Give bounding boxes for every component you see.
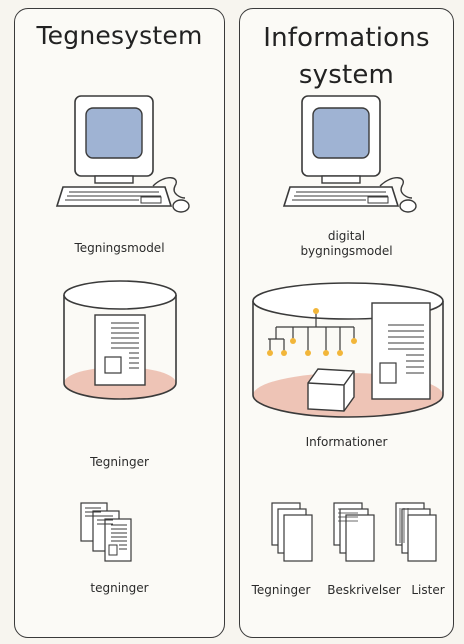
panel-title-line-2: system — [298, 60, 395, 90]
computer-label: Tegningsmodel — [74, 241, 165, 255]
panel-title: Tegnesystem — [36, 21, 203, 50]
information-container-icon — [252, 282, 444, 418]
drawings-documents-icon — [271, 502, 313, 562]
computer-label-line-1: digital — [327, 229, 366, 243]
doc-label-descriptions: Beskrivelser — [327, 583, 401, 597]
computer-label-line-2: bygningsmodel — [300, 244, 393, 258]
panel-title-line-1: Informations — [263, 23, 430, 53]
documents-icon — [80, 502, 132, 562]
computer-icon — [282, 95, 417, 213]
information-system-panel: Informations system digital bygningsmode… — [239, 8, 454, 638]
lists-documents-icon — [395, 502, 437, 562]
documents-label: tegninger — [90, 581, 149, 595]
container-label: Tegninger — [90, 455, 149, 469]
drawings-container-icon — [63, 280, 177, 400]
computer-icon — [55, 95, 190, 213]
doc-label-lists: Lister — [411, 583, 445, 597]
container-label: Informationer — [305, 435, 388, 449]
descriptions-documents-icon — [333, 502, 375, 562]
doc-label-drawings: Tegninger — [251, 583, 311, 597]
drawing-system-panel: Tegnesystem Tegningsmodel Tegninger tegn… — [14, 8, 225, 638]
